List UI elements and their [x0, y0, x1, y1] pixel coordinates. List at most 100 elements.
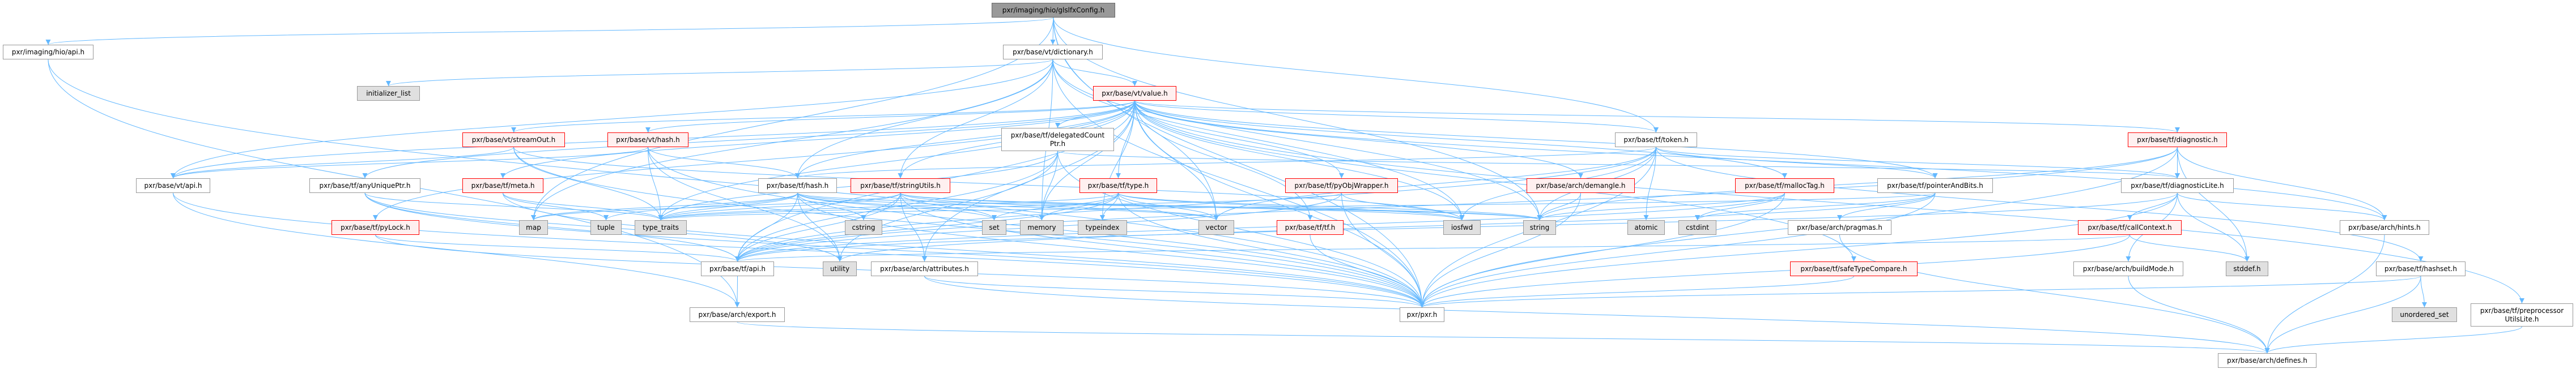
node-label: memory	[1027, 223, 1056, 231]
include-edge	[1039, 192, 1119, 221]
node-tf-tf-h[interactable]: pxr/base/tf/tf.h	[1277, 220, 1344, 235]
include-edge	[1118, 192, 1219, 221]
node-vector: vector	[1198, 220, 1234, 235]
node-tuple: tuple	[590, 220, 622, 235]
include-edge	[900, 192, 927, 262]
node-tf-meta-h[interactable]: pxr/base/tf/meta.h	[462, 178, 543, 193]
node-tf-hashset-h[interactable]: pxr/base/tf/hashset.h	[2376, 261, 2466, 276]
include-edge	[531, 192, 901, 221]
node-vt-streamout-h[interactable]: pxr/base/vt/streamOut.h	[462, 132, 565, 147]
include-edge	[735, 147, 2178, 262]
node-pxr-h[interactable]: pxr/pxr.h	[1400, 307, 1444, 322]
node-arch-defines-h[interactable]: pxr/base/arch/defines.h	[2218, 353, 2316, 368]
node-tf-callcontext-h[interactable]: pxr/base/tf/callContext.h	[2078, 220, 2182, 235]
include-edge	[171, 147, 514, 179]
node-utility: utility	[823, 261, 857, 276]
include-edge	[2127, 192, 2178, 221]
node-tf-token-h[interactable]: pxr/base/tf/token.h	[1615, 132, 1697, 147]
node-vt-api-h[interactable]: pxr/base/vt/api.h	[136, 178, 210, 193]
node-label: pxr/base/tf/diagnosticLite.h	[2131, 181, 2224, 190]
node-label: pxr/base/vt/dictionary.h	[1013, 48, 1093, 56]
node-label: string	[1529, 223, 1550, 231]
node-hio-api-h[interactable]: pxr/imaging/hio/api.h	[3, 45, 93, 59]
node-label: pxr/base/tf/api.h	[709, 264, 766, 273]
node-label: pxr/base/vt/api.h	[144, 181, 202, 190]
node-label: pxr/base/tf/safeTypeCompare.h	[1800, 264, 1907, 273]
node-label: pxr/imaging/hio/api.h	[11, 48, 85, 56]
node-type-traits: type_traits	[635, 220, 687, 235]
node-label: initializer_list	[366, 89, 411, 97]
node-tf-hash-h[interactable]: pxr/base/tf/hash.h	[758, 178, 837, 193]
node-label-line-2: UtilsLite.h	[2505, 315, 2539, 323]
node-label: pxr/base/tf/hashset.h	[2384, 264, 2457, 273]
node-label-line-1: pxr/base/tf/delegatedCount	[1010, 131, 1105, 139]
include-edge	[1057, 151, 2180, 179]
include-edge	[2177, 192, 2387, 221]
node-unordered-set: unordered_set	[2392, 307, 2457, 322]
node-tf-type-h[interactable]: pxr/base/tf/type.h	[1079, 178, 1157, 193]
node-cstdint: cstdint	[1678, 220, 1716, 235]
node-label: set	[989, 223, 1000, 231]
node-label: type_traits	[642, 223, 679, 231]
node-label: pxr/pxr.h	[1406, 310, 1438, 319]
node-label: unordered_set	[2400, 310, 2449, 319]
include-edge	[645, 100, 1135, 133]
include-edge	[1537, 147, 2178, 221]
node-tf-pyobjwrapper-h[interactable]: pxr/base/tf/pyObjWrapper.h	[1285, 178, 1398, 193]
include-edge	[364, 192, 1425, 308]
node-label: pxr/base/tf/type.h	[1087, 181, 1149, 190]
node-tf-stringutils-h[interactable]: pxr/base/tf/stringUtils.h	[851, 178, 950, 193]
node-arch-export-h[interactable]: pxr/base/arch/export.h	[690, 307, 785, 322]
include-edge	[900, 192, 1425, 308]
node-vt-value-h[interactable]: pxr/base/vt/value.h	[1093, 86, 1176, 101]
node-arch-attributes-h[interactable]: pxr/base/arch/attributes.h	[871, 261, 978, 276]
node-label: pxr/base/arch/attributes.h	[880, 264, 969, 273]
node-arch-demangle-h[interactable]: pxr/base/arch/demangle.h	[1527, 178, 1635, 193]
node-tf-api-h[interactable]: pxr/base/tf/api.h	[701, 261, 774, 276]
node-tf-malloctag-h[interactable]: pxr/base/tf/mallocTag.h	[1735, 178, 1834, 193]
node-vt-dictionary-h[interactable]: pxr/base/vt/dictionary.h	[1003, 45, 1103, 59]
include-edge	[1053, 17, 1659, 133]
include-edge	[2177, 192, 2250, 262]
include-edge	[2264, 326, 2522, 354]
include-edge	[795, 59, 1053, 179]
node-tf-pointerandbits-h[interactable]: pxr/base/tf/pointerAndBits.h	[1877, 178, 1993, 193]
node-glslfxconfig-h: pxr/imaging/hio/glslfxConfig.h	[992, 3, 1115, 18]
node-vt-hash-h[interactable]: pxr/base/vt/hash.h	[607, 132, 688, 147]
node-label: map	[526, 223, 541, 231]
include-edge	[795, 147, 1656, 179]
node-label: pxr/base/arch/hints.h	[2348, 223, 2421, 231]
node-label: pxr/base/arch/export.h	[698, 310, 776, 319]
node-label: pxr/base/vt/hash.h	[616, 135, 680, 144]
node-arch-pragmas-h[interactable]: pxr/base/arch/pragmas.h	[1788, 220, 1891, 235]
node-set: set	[982, 220, 1006, 235]
node-initializer-list: initializer_list	[357, 86, 420, 101]
include-edge	[1039, 100, 1135, 221]
node-tf-pylock-h[interactable]: pxr/base/tf/pyLock.h	[331, 220, 419, 235]
node-tf-diagnosticlite-h[interactable]: pxr/base/tf/diagnosticLite.h	[2121, 178, 2234, 193]
include-edge	[1052, 59, 1137, 87]
include-edge	[2128, 276, 2270, 354]
include-edge	[2129, 234, 2250, 262]
include-edge	[1419, 276, 1854, 308]
node-tf-diagnostic-h[interactable]: pxr/base/tf/diagnostic.h	[2128, 132, 2227, 147]
include-edge	[531, 192, 798, 221]
include-edge	[658, 192, 1342, 221]
include-edge	[900, 192, 1542, 221]
include-edge	[735, 192, 798, 262]
node-tf-safetypecompare-h[interactable]: pxr/base/tf/safeTypeCompare.h	[1790, 261, 1918, 276]
include-edge	[364, 192, 664, 221]
include-edge	[898, 59, 1053, 179]
include-edge	[1656, 147, 2180, 179]
node-label: pxr/base/tf/pyLock.h	[341, 223, 410, 231]
node-tf-anyuniqueptr-h[interactable]: pxr/base/tf/anyUniquePtr.h	[309, 178, 420, 193]
include-edge	[1419, 276, 2421, 308]
node-arch-buildmode-h[interactable]: pxr/base/arch/buildMode.h	[2073, 261, 2183, 276]
include-edge	[837, 192, 1936, 262]
include-edge	[373, 100, 1135, 221]
node-arch-hints-h[interactable]: pxr/base/arch/hints.h	[2340, 220, 2429, 235]
node-label: pxr/base/arch/buildMode.h	[2082, 264, 2174, 273]
